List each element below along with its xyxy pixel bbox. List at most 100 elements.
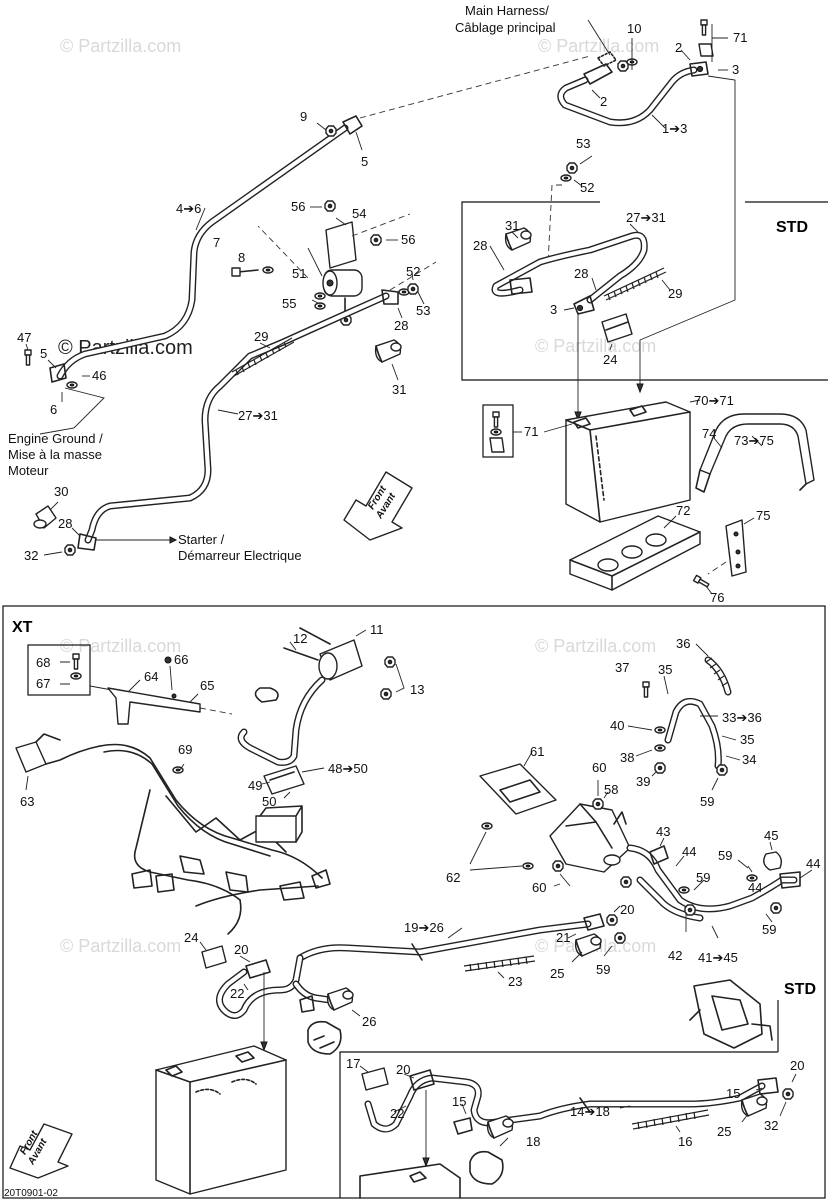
callout: 46 (92, 368, 106, 383)
starter-motor (479, 763, 632, 888)
callout: 50 (262, 794, 276, 809)
watermark: © Partzilla.com (535, 636, 656, 656)
battery-cable-1 (557, 61, 709, 127)
callout: 36 (676, 636, 690, 651)
callout: 64 (144, 669, 158, 684)
callout: 53 (576, 136, 590, 151)
callout: 20 (790, 1058, 804, 1073)
callout: 24 (603, 352, 617, 367)
callout: 62 (446, 870, 460, 885)
front-arrow-icon: Front Avant (343, 471, 413, 541)
std-label: STD (776, 219, 808, 236)
callout: 35 (658, 662, 672, 677)
engine-ground-label-fr2: Moteur (8, 463, 49, 478)
callout: 67 (36, 676, 50, 691)
callout: 54 (352, 206, 366, 221)
cable-sleeve-23 (463, 955, 536, 972)
callout: 55 (282, 296, 296, 311)
callout: 51 (292, 266, 306, 281)
callout: 60 (532, 880, 546, 895)
callout: 58 (604, 782, 618, 797)
callout: 34 (742, 752, 756, 767)
std-starter-cable (364, 1069, 779, 1133)
callout: 23 (508, 974, 522, 989)
battery-tray (569, 515, 701, 591)
callout: 28 (394, 318, 408, 333)
callout: 5 (40, 346, 47, 361)
terminal-cover-24b (201, 945, 227, 969)
callout: 73➔75 (734, 433, 774, 448)
watermark: © Partzilla.com (538, 36, 659, 56)
engine-ground-label-fr1: Mise à la masse (8, 447, 102, 462)
callout: 5 (361, 154, 368, 169)
callout: 40 (610, 718, 624, 733)
callout: 47 (17, 330, 31, 345)
std-engine-part (689, 979, 773, 1049)
cable-sleeve-16 (631, 1109, 710, 1130)
callout: 27➔31 (626, 210, 666, 225)
xt-label: XT (12, 619, 33, 636)
harness-connector (597, 51, 638, 72)
callout: 41➔45 (698, 950, 738, 965)
callout: 25 (717, 1124, 731, 1139)
callout: 7 (213, 235, 220, 250)
callout: 59 (762, 922, 776, 937)
callout: 3 (732, 62, 739, 77)
battery-strap (695, 413, 815, 493)
callout: 49 (248, 778, 262, 793)
callout: 11 (370, 622, 384, 637)
callout: 66 (174, 652, 188, 667)
callout: 74 (702, 426, 716, 441)
xt-battery (155, 1045, 287, 1195)
starter-label-fr: Démarreur Electrique (178, 548, 302, 563)
callout: 15 (726, 1086, 740, 1101)
std-box (461, 201, 828, 381)
callout: 17 (346, 1056, 360, 1071)
callout: 61 (530, 744, 544, 759)
callout: 28 (58, 516, 72, 531)
callout: 70➔71 (694, 393, 734, 408)
callout: 31 (392, 382, 406, 397)
callout: 1➔3 (662, 121, 687, 136)
std-label-bottom: STD (784, 981, 816, 998)
callout: 4➔6 (176, 201, 201, 216)
starter-cable-27 (84, 283, 419, 544)
bottom-panel: XT 11 12 13 68 67 (9, 619, 820, 1199)
terminal-cover-24 (601, 313, 633, 343)
callout: 72 (676, 503, 690, 518)
callout: 28 (473, 238, 487, 253)
callout: 75 (756, 508, 770, 523)
callout: 35 (740, 732, 754, 747)
watermark: © Partzilla.com (60, 36, 181, 56)
fuse-holder (263, 765, 305, 795)
callout: 26 (362, 1014, 376, 1029)
callout: 16 (678, 1134, 692, 1149)
main-harness-label-fr: Câblage principal (455, 20, 556, 35)
callout: 33➔36 (722, 710, 762, 725)
callout: 12 (293, 631, 307, 646)
callout: 14➔18 (570, 1104, 610, 1119)
callout: 43 (656, 824, 670, 839)
callout: 59 (596, 962, 610, 977)
callout: 3 (550, 302, 557, 317)
callout: 56 (291, 199, 305, 214)
callout: 71 (524, 424, 538, 439)
callout: 22 (230, 986, 244, 1001)
callout: 13 (410, 682, 424, 697)
connector-63 (15, 733, 101, 773)
cable-sleeve-29 (231, 337, 295, 377)
callout: 2 (675, 40, 682, 55)
starter-cable-xt (626, 844, 801, 922)
top-panel: Main Harness/ Câblage principal 10 71 2 … (8, 3, 828, 605)
starter-solenoid-xt (283, 627, 396, 700)
callout: 19➔26 (404, 920, 444, 935)
cable-sleeve-29b (603, 267, 667, 301)
callout: 32 (764, 1118, 778, 1133)
callout: 20 (396, 1062, 410, 1077)
callout: 25 (550, 966, 564, 981)
callout: 39 (636, 774, 650, 789)
callout: 28 (574, 266, 588, 281)
sealant-drop-icon (164, 656, 172, 664)
